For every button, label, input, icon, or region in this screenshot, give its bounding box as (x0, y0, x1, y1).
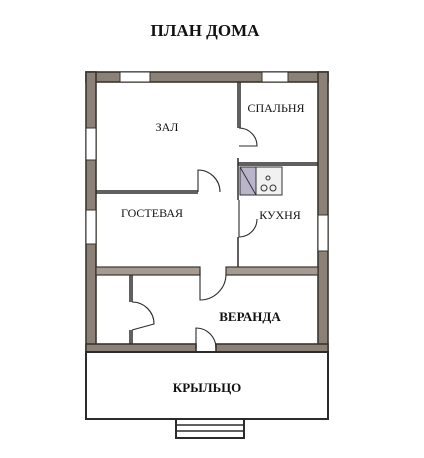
room-bedroom-label: СПАЛЬНЯ (247, 101, 304, 115)
room-guest-label: ГОСТЕВАЯ (121, 206, 183, 220)
door-veranda (199, 271, 227, 301)
porch (85, 351, 329, 439)
room-hall-label: ЗАЛ (156, 120, 179, 134)
room-porch-label: КРЫЛЬЦО (173, 380, 241, 395)
plan-title: ПЛАН ДОМА (151, 21, 261, 40)
interior-walls (95, 82, 319, 344)
door-small-room (131, 301, 155, 331)
door-hall (197, 169, 221, 193)
door-bedroom (238, 127, 258, 147)
windows (85, 71, 329, 252)
window-top-left (119, 71, 151, 83)
door-entrance (195, 327, 217, 349)
window-right-kitchen (317, 214, 329, 252)
doors (131, 127, 258, 349)
room-kitchen-label: КУХНЯ (259, 208, 301, 222)
window-left-guest (85, 209, 97, 245)
door-kitchen (238, 200, 258, 238)
window-top-right (261, 71, 289, 83)
window-left-hall (85, 127, 97, 161)
room-veranda-label: ВЕРАНДА (219, 309, 281, 324)
stove-icon (239, 166, 283, 196)
